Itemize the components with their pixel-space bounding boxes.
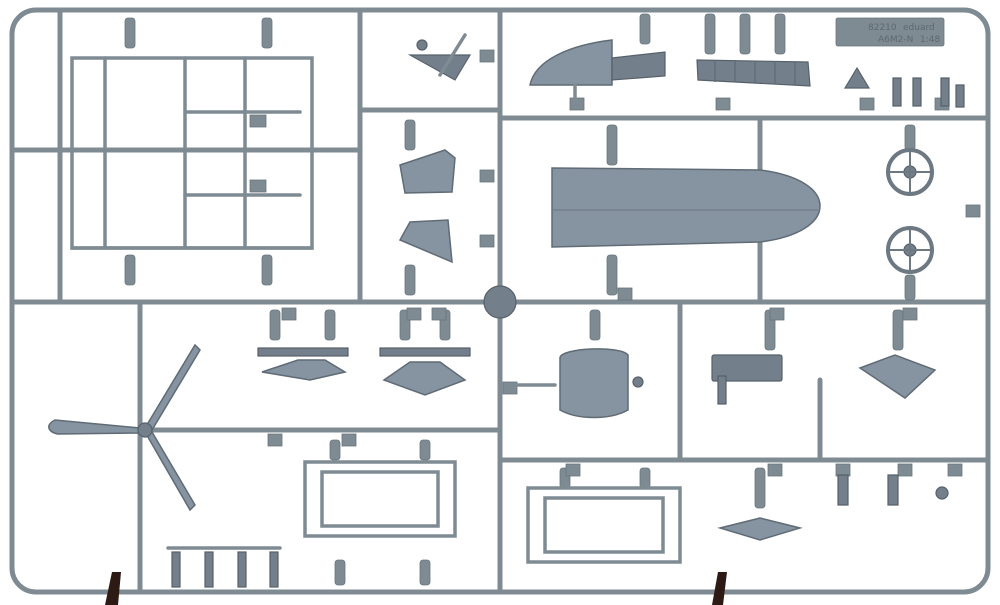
runner-grid — [9, 7, 991, 595]
canopy-piece — [529, 39, 666, 102]
stand-part — [407, 33, 472, 81]
gates — [124, 13, 916, 586]
propeller — [48, 343, 201, 512]
tiny-parts — [892, 77, 965, 108]
kit-info-plate: 82210 eduard A6M2-N 1:48 — [835, 17, 945, 47]
small-parts-row — [166, 546, 282, 588]
display-stand — [105, 572, 727, 605]
floor-frame — [70, 56, 314, 250]
kit-number: 82210 — [868, 23, 897, 33]
ladder-part — [696, 59, 811, 87]
gear-leg-12 — [257, 347, 349, 381]
part-16 — [858, 354, 937, 399]
part-15 — [711, 354, 783, 405]
float-hull — [551, 167, 821, 248]
wheel-2 — [886, 226, 934, 274]
v-strut-part — [717, 517, 803, 541]
wheel-1 — [886, 148, 934, 196]
ejector-hub — [483, 285, 517, 319]
model-name: A6M2-N — [878, 35, 913, 45]
part-number-tags — [249, 49, 981, 477]
arrow-part — [843, 66, 871, 89]
rect-frame-left — [303, 460, 457, 538]
hook-parts — [837, 474, 949, 506]
bulkhead — [508, 348, 644, 419]
brand-name: eduard — [903, 23, 935, 33]
gear-leg-13 — [379, 347, 471, 396]
rect-frame-right — [526, 486, 682, 564]
flap-parts — [398, 149, 456, 264]
scale-label: 1:48 — [920, 35, 940, 45]
